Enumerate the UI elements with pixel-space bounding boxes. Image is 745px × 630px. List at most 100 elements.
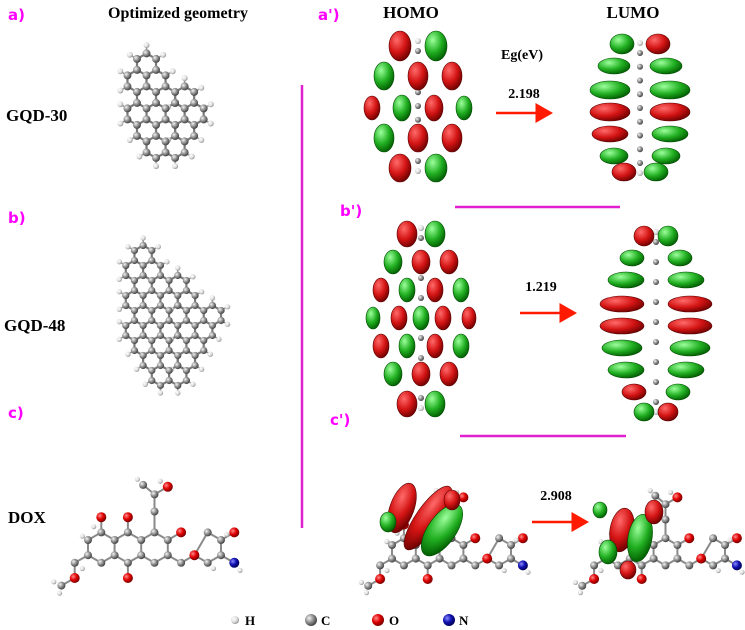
- carbon-atom: [661, 561, 670, 570]
- carbon-atom: [217, 551, 225, 560]
- carbon-atom: [191, 331, 199, 340]
- negative-lobe: [597, 57, 631, 75]
- carbon-atom: [165, 366, 173, 375]
- carbon-atom: [142, 148, 151, 157]
- molecule-label-gqd30: GQD-30: [6, 106, 67, 125]
- carbon-atom: [415, 89, 421, 96]
- hydrogen-atom: [198, 366, 205, 372]
- hydrogen-atom: [116, 259, 122, 265]
- dox-optimized-geometry: [51, 476, 243, 596]
- carbon-atom: [191, 351, 199, 360]
- carbon-atom: [495, 561, 504, 570]
- hydrogen-atom: [79, 565, 85, 572]
- carbon-atom: [142, 115, 151, 124]
- negative-lobe: [633, 402, 655, 422]
- carbon-atom: [156, 291, 165, 300]
- energy-gap-dox: 2.908: [540, 489, 572, 504]
- hydrogen-atom: [181, 75, 188, 82]
- carbon-atom: [152, 54, 161, 63]
- carbon-atom: [471, 561, 480, 570]
- carbon-atom: [447, 561, 456, 570]
- carbon-atom: [190, 131, 199, 140]
- carbon-atom: [203, 558, 212, 567]
- carbon-atom: [163, 536, 172, 544]
- hydrogen-atom: [116, 336, 122, 342]
- carbon-atom: [156, 381, 165, 390]
- negative-lobe: [601, 339, 643, 357]
- gqd30-homo-orbital: [363, 30, 473, 183]
- hydrogen-atom: [190, 381, 196, 387]
- carbon-atom: [139, 301, 147, 310]
- negative-lobe: [398, 333, 416, 359]
- carbon-atom: [709, 561, 718, 570]
- carbon-atom: [139, 271, 147, 280]
- legend-label-c: C: [321, 613, 330, 628]
- hydrogen-atom: [116, 319, 122, 325]
- carbon-atom: [142, 71, 151, 80]
- hydrogen-atom: [207, 101, 214, 108]
- hydrogen-atom: [91, 524, 97, 530]
- hydrogen-atom: [133, 366, 140, 372]
- carbon-atom: [415, 116, 421, 123]
- carbon-atom: [653, 259, 659, 265]
- negative-lobe: [643, 162, 669, 182]
- carbon-atom: [123, 104, 132, 113]
- carbon-atom: [165, 376, 173, 385]
- hydrogen-atom: [116, 306, 122, 312]
- carbon-atom: [415, 158, 421, 164]
- oxygen-atom: [731, 533, 742, 544]
- hydrogen-atom: [418, 225, 424, 231]
- carbon-atom: [613, 561, 622, 570]
- positive-lobe: [424, 94, 444, 122]
- carbon-atom: [142, 82, 151, 91]
- hydrogen-atom: [209, 295, 216, 301]
- hydrogen-atom: [739, 569, 745, 575]
- carbon-atom: [148, 276, 156, 285]
- negative-lobe: [649, 80, 691, 100]
- positive-lobe: [599, 317, 645, 335]
- oxygen-atom: [696, 553, 707, 564]
- negative-lobe: [619, 249, 645, 267]
- carbon-atom: [165, 306, 173, 315]
- carbon-atom: [637, 77, 643, 84]
- oxygen-atom: [162, 481, 173, 492]
- carbon-atom: [70, 558, 79, 567]
- negative-lobe: [598, 539, 618, 565]
- carbon-atom: [57, 581, 66, 590]
- carbon-atom: [122, 291, 130, 300]
- carbon-atom: [180, 104, 189, 113]
- carbon-atom: [139, 331, 147, 340]
- gqd48-homo-orbital: [365, 220, 477, 418]
- negative-lobe: [379, 511, 397, 533]
- positive-lobe: [441, 61, 463, 91]
- negative-lobe: [589, 80, 631, 100]
- carbon-atom: [161, 148, 170, 157]
- hydrogen-atom: [157, 478, 163, 484]
- carbon-atom: [418, 355, 424, 361]
- carbon-atom: [637, 50, 643, 56]
- negative-lobe: [455, 95, 473, 121]
- oxygen-atom: [69, 573, 80, 583]
- positive-lobe: [363, 95, 381, 121]
- hydrogen-atom: [513, 537, 519, 543]
- hydrogen-atom: [172, 163, 179, 170]
- hydrogen-atom: [169, 68, 176, 75]
- negative-lobe: [452, 333, 470, 359]
- negative-lobe: [452, 277, 470, 303]
- carbon-atom: [156, 301, 165, 310]
- carbon-atom: [122, 331, 130, 340]
- negative-lobe: [627, 513, 653, 563]
- oxygen-atom: [470, 533, 481, 544]
- positive-lobe: [407, 61, 429, 91]
- carbon-atom: [180, 115, 189, 124]
- positive-lobe: [372, 277, 390, 303]
- hydrogen-atom: [160, 51, 167, 58]
- carbon-atom: [165, 316, 173, 325]
- carbon-atom: [163, 551, 172, 560]
- carbon-atom: [673, 541, 682, 549]
- carbon-atom: [208, 321, 216, 330]
- carbon-atom: [418, 235, 424, 241]
- oxygen-atom: [122, 573, 133, 583]
- carbon-atom: [148, 246, 156, 255]
- negative-lobe: [607, 271, 645, 289]
